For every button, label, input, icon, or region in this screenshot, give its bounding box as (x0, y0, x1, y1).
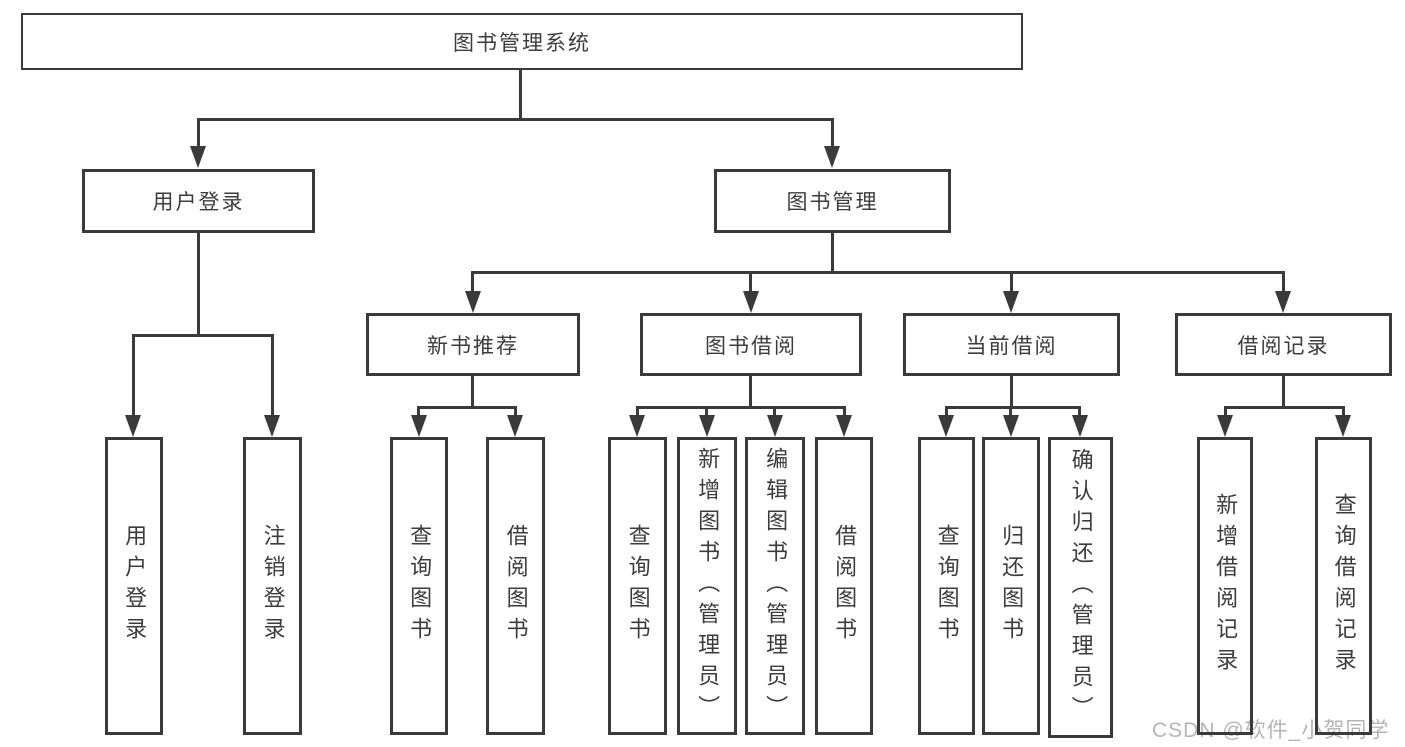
connector-drop-leaf (705, 406, 708, 415)
connector-drop-leaf (417, 406, 420, 415)
connector-drop-level3 (1282, 271, 1285, 291)
arrow-down-icon (699, 415, 715, 437)
connector-bus (945, 406, 1081, 409)
connector-drop-leaf (1342, 406, 1345, 415)
arrow-down-icon (836, 415, 852, 437)
connector-bus (1224, 406, 1344, 409)
arrow-down-icon (125, 415, 141, 437)
connector-drop-leaf (843, 406, 846, 415)
connector-stem (1282, 376, 1285, 406)
arrow-down-icon (190, 146, 206, 168)
node-root-library-system: 图书管理系统 (21, 13, 1023, 70)
leaf-bb-borrow-books: 借阅图书 (815, 437, 873, 735)
node-label: 图书管理系统 (453, 31, 591, 55)
connector-level2-bus (197, 118, 834, 121)
arrow-down-icon (1217, 415, 1233, 437)
leaf-br-query-record: 查询借阅记录 (1315, 437, 1372, 735)
arrow-down-icon (507, 415, 523, 437)
leaf-label: 查询图书 (407, 524, 433, 648)
leaf-label: 查询借阅记录 (1331, 493, 1357, 679)
leaf-label: 新增借阅记录 (1213, 493, 1239, 679)
leaf-rec-borrow-books: 借阅图书 (486, 437, 545, 735)
leaf-cb-confirm-return-admin: 确认归还（管理员） (1048, 437, 1113, 738)
connector-drop-leaf (636, 406, 639, 415)
leaf-label: 编辑图书（管理员） (763, 446, 789, 726)
node-label: 新书推荐 (427, 334, 519, 358)
connector-drop-level3 (749, 271, 752, 291)
connector-drop-leaf (773, 406, 776, 415)
csdn-watermark: CSDN @软件_小贺同学 (1152, 719, 1390, 742)
node-current-borrowing: 当前借阅 (903, 313, 1120, 376)
leaf-label: 归还图书 (999, 524, 1025, 648)
node-label: 图书管理 (786, 191, 879, 214)
leaf-label: 查询图书 (625, 524, 651, 648)
connector-drop-leaf (271, 334, 274, 415)
connector-bus (417, 406, 517, 409)
node-label: 图书借阅 (705, 334, 797, 358)
arrow-down-icon (1003, 291, 1019, 313)
leaf-logout: 注销登录 (243, 437, 302, 735)
connector-drop-leaf (1009, 406, 1012, 415)
arrow-down-icon (411, 415, 427, 437)
leaf-bb-add-book-admin: 新增图书（管理员） (677, 437, 737, 735)
node-book-borrowing: 图书借阅 (640, 313, 862, 376)
arrow-down-icon (938, 415, 954, 437)
arrow-down-icon (629, 415, 645, 437)
connector-drop-book-mgmt (831, 118, 834, 146)
connector-drop-leaf (1078, 406, 1081, 415)
arrow-down-icon (1072, 415, 1088, 437)
connector-drop-leaf (514, 406, 517, 415)
node-user-login: 用户登录 (82, 169, 315, 233)
leaf-label: 借阅图书 (503, 524, 529, 648)
connector-drop-leaf (1224, 406, 1227, 415)
connector-user-login-stem (197, 232, 200, 334)
leaf-rec-query-books: 查询图书 (390, 437, 448, 735)
connector-drop-leaf (945, 406, 948, 415)
arrow-down-icon (824, 146, 840, 168)
node-book-management: 图书管理 (714, 169, 951, 233)
connector-drop-level3 (1010, 271, 1013, 291)
connector-drop-leaf (132, 334, 135, 415)
leaf-label: 注销登录 (260, 524, 286, 648)
connector-bus (636, 406, 846, 409)
leaf-bb-edit-book-admin: 编辑图书（管理员） (745, 437, 805, 735)
leaf-label: 借阅图书 (832, 524, 858, 648)
connector-stem (1010, 376, 1013, 406)
leaf-label: 确认归还（管理员） (1068, 448, 1094, 727)
node-label: 当前借阅 (965, 334, 1058, 358)
leaf-cb-query-books: 查询图书 (918, 437, 975, 735)
leaf-user-login: 用户登录 (105, 437, 163, 735)
node-label: 借阅记录 (1237, 334, 1330, 358)
arrow-down-icon (1275, 291, 1291, 313)
connector-user-login-bus (132, 334, 274, 337)
connector-root-stem (519, 70, 522, 118)
leaf-label: 用户登录 (122, 524, 148, 648)
connector-level3-bus (471, 271, 1285, 274)
leaf-cb-return-books: 归还图书 (982, 437, 1040, 735)
leaf-bb-query-books: 查询图书 (608, 437, 667, 735)
connector-book-mgmt-stem (831, 232, 834, 271)
arrow-down-icon (767, 415, 783, 437)
arrow-down-icon (264, 415, 280, 437)
node-label: 用户登录 (152, 191, 245, 214)
connector-stem (749, 376, 752, 406)
arrow-down-icon (465, 291, 481, 313)
connector-stem (471, 376, 474, 406)
arrow-down-icon (1003, 415, 1019, 437)
leaf-br-add-record: 新增借阅记录 (1197, 437, 1253, 735)
connector-drop-level3 (471, 271, 474, 291)
node-borrowing-records: 借阅记录 (1175, 313, 1392, 376)
leaf-label: 新增图书（管理员） (695, 446, 721, 726)
arrow-down-icon (743, 291, 759, 313)
node-new-book-recommend: 新书推荐 (366, 313, 580, 376)
connector-drop-user-login (197, 118, 200, 146)
arrow-down-icon (1335, 415, 1351, 437)
leaf-label: 查询图书 (934, 524, 960, 648)
